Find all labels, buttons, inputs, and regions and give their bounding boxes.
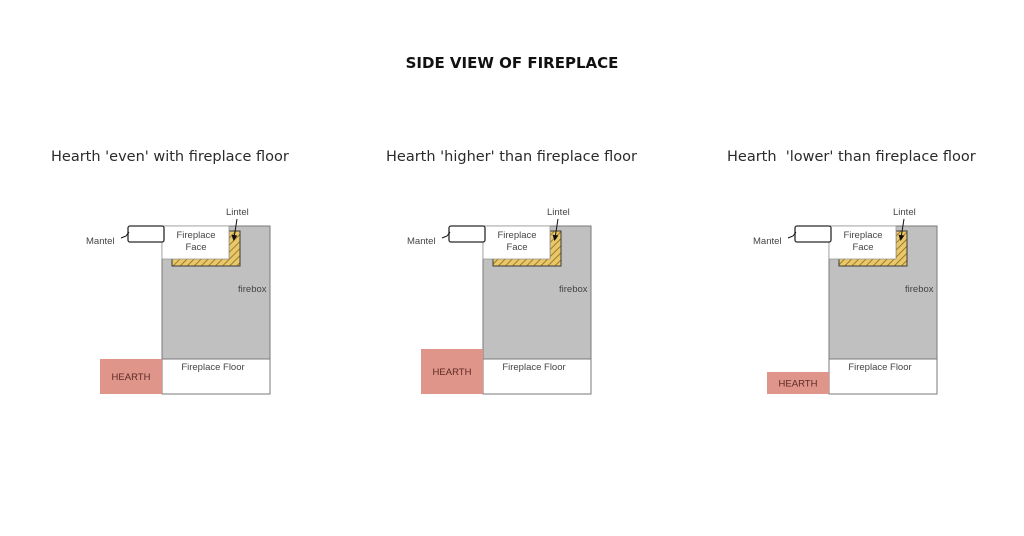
fireplace-face-label: Face — [506, 242, 527, 253]
panel-title-even: Hearth 'even' with fireplace floor — [51, 149, 289, 165]
fireplace-floor-label: Fireplace Floor — [848, 362, 911, 373]
mantel — [794, 225, 832, 243]
page-title: SIDE VIEW OF FIREPLACE — [405, 54, 619, 72]
fireplace-floor — [482, 358, 592, 395]
lintel-label: Lintel — [547, 207, 570, 218]
panel-title-lower: Hearth 'lower' than fireplace floor — [727, 149, 976, 165]
fireplace-floor-label: Fireplace Floor — [181, 362, 244, 373]
hearth-label: HEARTH — [433, 367, 472, 378]
lintel-leader-arrow — [898, 218, 905, 241]
lintel-leader-arrow — [231, 218, 238, 241]
fireplace-face-label: Face — [852, 242, 873, 253]
hearth — [100, 359, 162, 394]
fireplace-floor — [828, 358, 938, 395]
fireplace-face-label: Face — [185, 242, 206, 253]
mantel-label: Mantel — [753, 236, 782, 247]
mantel-leader-line — [441, 231, 451, 239]
hearth — [767, 372, 829, 394]
firebox-label: firebox — [905, 284, 934, 295]
mantel-leader-line — [787, 231, 797, 239]
fireplace-floor-label: Fireplace Floor — [502, 362, 565, 373]
fireplace-face-label: Fireplace — [497, 230, 536, 241]
fireplace-face — [828, 225, 897, 260]
lintel-leader-arrow — [552, 218, 559, 241]
fireplace-face-label: Fireplace — [176, 230, 215, 241]
fireplace-floor — [161, 358, 271, 395]
hearth-label: HEARTH — [779, 379, 818, 390]
panel-title-higher: Hearth 'higher' than fireplace floor — [386, 149, 637, 165]
mantel-leader-line — [120, 231, 130, 239]
mantel-label: Mantel — [407, 236, 436, 247]
mantel-label: Mantel — [86, 236, 115, 247]
lintel-label: Lintel — [226, 207, 249, 218]
fireplace-face — [482, 225, 551, 260]
hearth — [421, 349, 483, 394]
mantel — [448, 225, 486, 243]
lintel-label: Lintel — [893, 207, 916, 218]
firebox-label: firebox — [559, 284, 588, 295]
fireplace-face-label: Fireplace — [843, 230, 882, 241]
hearth-label: HEARTH — [112, 372, 151, 383]
mantel — [127, 225, 165, 243]
firebox-label: firebox — [238, 284, 267, 295]
